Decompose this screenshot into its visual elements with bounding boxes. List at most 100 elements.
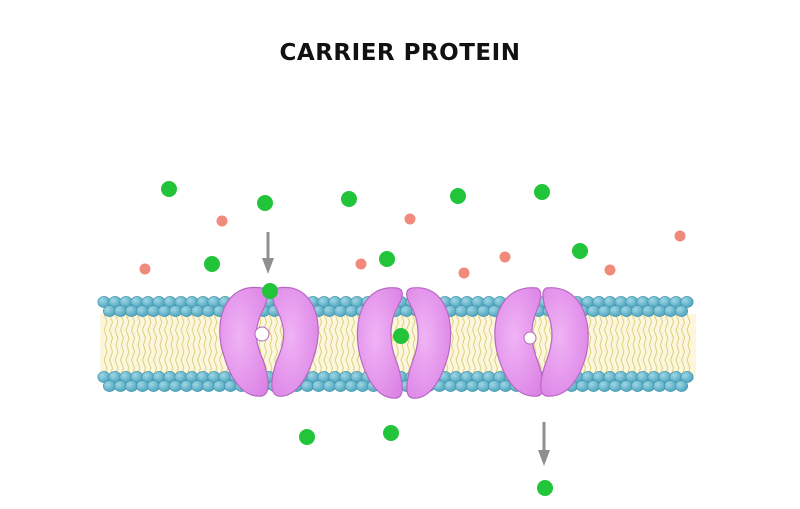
lipid-head <box>680 296 694 308</box>
green-molecule <box>161 181 177 197</box>
lipid-tail <box>626 344 630 377</box>
lipid-tail <box>334 344 339 377</box>
green-molecule <box>379 251 395 267</box>
lipid-tail <box>615 344 619 377</box>
lipid-tail <box>659 344 663 377</box>
lipid-tail <box>593 313 597 346</box>
lipid-head <box>311 380 325 392</box>
lipid-tail <box>274 313 278 346</box>
lipid-tail <box>175 313 179 346</box>
lipid-head <box>608 380 622 392</box>
pink-molecule <box>674 230 686 242</box>
lipid-tail <box>120 313 124 346</box>
down-arrow-icon <box>262 232 274 274</box>
lipid-tail <box>208 313 212 346</box>
lipid-head <box>641 305 655 317</box>
green-molecule <box>393 328 409 344</box>
lipid-tail <box>675 313 680 346</box>
lipid-tail <box>477 313 482 346</box>
lipid-tail <box>323 313 328 346</box>
lipid-head <box>465 305 479 317</box>
lipid-head <box>202 380 216 392</box>
lipid-tail <box>169 313 174 346</box>
lipid-head <box>586 305 600 317</box>
lipid-tail <box>472 313 476 346</box>
lipid-tail <box>186 344 190 377</box>
lipid-tail <box>461 344 465 377</box>
lipid-tail <box>175 344 179 377</box>
lipid-head <box>344 305 358 317</box>
lipid-tail <box>598 344 603 377</box>
lipid-tail <box>681 313 685 346</box>
lipid-tail <box>191 344 196 377</box>
lipid-head <box>443 380 457 392</box>
lipid-head <box>158 380 172 392</box>
green-molecule <box>534 184 550 200</box>
lipid-head <box>169 380 183 392</box>
lipid-tail <box>450 344 454 377</box>
lipid-head <box>575 380 589 392</box>
lipid-tail <box>631 313 636 346</box>
lipid-tail <box>213 344 218 377</box>
green-molecule <box>572 243 588 259</box>
lipid-head <box>114 305 128 317</box>
lipid-tail <box>609 313 614 346</box>
lipid-head <box>125 305 139 317</box>
lipid-tail <box>131 344 135 377</box>
lipid-head <box>476 380 490 392</box>
lipid-tail <box>158 313 163 346</box>
lipid-head <box>476 305 490 317</box>
lipid-tail <box>653 313 658 346</box>
lipid-tail <box>125 344 130 377</box>
green-molecule <box>537 480 553 496</box>
lipid-tail <box>620 313 625 346</box>
green-molecule <box>450 188 466 204</box>
green-molecule <box>341 191 357 207</box>
lipid-tail <box>598 313 603 346</box>
lipid-tail <box>318 344 322 377</box>
lipid-tail <box>406 344 410 377</box>
lipid-head <box>652 305 666 317</box>
lipid-head <box>333 380 347 392</box>
lipid-tail <box>351 313 355 346</box>
lipid-tail <box>268 344 273 377</box>
carrier-protein-open-inward <box>494 287 589 397</box>
lipid-tail <box>587 344 592 377</box>
lipid-tail <box>488 313 493 346</box>
lipid-head <box>169 305 183 317</box>
lipid-head <box>674 305 688 317</box>
lipid-head <box>202 305 216 317</box>
lipid-head <box>191 305 205 317</box>
lipid-head <box>597 305 611 317</box>
lipid-head <box>213 380 227 392</box>
lipid-head <box>680 371 694 383</box>
lipid-tail <box>125 313 130 346</box>
lipid-tail <box>164 313 168 346</box>
lipid-tail <box>411 313 416 346</box>
lipid-head <box>641 380 655 392</box>
lipid-head <box>465 380 479 392</box>
lipid-tail <box>615 313 619 346</box>
lipid-head <box>147 380 161 392</box>
lipid-tail <box>202 344 207 377</box>
lipid-head <box>333 305 347 317</box>
lipid-tail <box>477 344 482 377</box>
lipid-tail <box>461 313 465 346</box>
diagram-title: CARRIER PROTEIN <box>279 40 521 66</box>
lipid-tail <box>153 313 157 346</box>
lipid-tail <box>136 344 141 377</box>
lipid-tail <box>180 344 185 377</box>
down-arrow-icon <box>538 422 550 466</box>
lipid-tail <box>626 313 630 346</box>
lipid-tail <box>670 313 674 346</box>
lipid-head <box>147 305 161 317</box>
lipid-head <box>158 305 172 317</box>
lipid-tail <box>466 313 471 346</box>
lipid-head <box>322 305 336 317</box>
lipid-tail <box>345 344 350 377</box>
lipid-head <box>663 305 677 317</box>
green-molecule <box>299 429 315 445</box>
lipid-tail <box>472 344 476 377</box>
lipid-tail <box>153 344 157 377</box>
